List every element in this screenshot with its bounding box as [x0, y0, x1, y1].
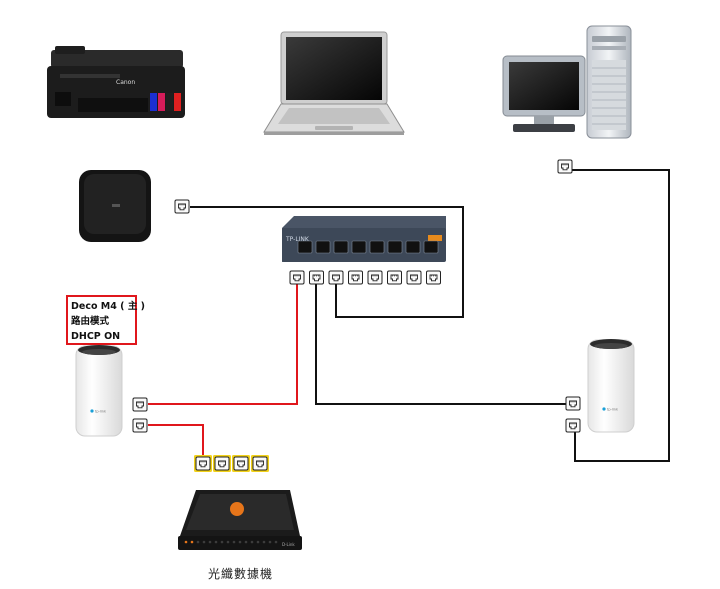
modem-led: [214, 540, 218, 544]
modem-ethernet-port: [213, 455, 231, 472]
network-switch-icon: TP-LINK: [282, 216, 446, 262]
switch-front-jack: [405, 240, 421, 254]
modem-caption: 光纖數據機: [208, 567, 274, 581]
modem-led: [196, 540, 200, 544]
deco-satellite-ethernet-port-2: [565, 418, 581, 433]
switch-front-jack: [423, 240, 439, 254]
desktop-ethernet-port: [557, 159, 573, 174]
modem-led: [226, 540, 230, 544]
switch-front-jack: [333, 240, 349, 254]
modem-led: [244, 540, 248, 544]
deco-main-dhcp: DHCP ON: [71, 331, 121, 342]
modem-led: [256, 540, 260, 544]
modem-led: [274, 540, 278, 544]
modem-led: [190, 540, 194, 544]
modem-brand: D-Link: [282, 542, 295, 547]
cable-mibox-to-switch: [190, 206, 464, 318]
switch-ethernet-port: [367, 270, 383, 285]
switch-front-jack: [369, 240, 385, 254]
modem-ethernet-port: [251, 455, 269, 472]
cable-desktop-to-deco-satellite: [572, 169, 670, 462]
printer-brand: Canon: [116, 79, 135, 86]
modem-led: [220, 540, 224, 544]
modem-ethernet-port: [194, 455, 212, 472]
modem-port-row: [194, 455, 269, 472]
printer-icon: Canon: [47, 46, 185, 118]
cable-switch-to-deco-satellite: [315, 280, 566, 405]
deco-main-info-box: Deco M4 ( 主 ) 路由模式 DHCP ON: [66, 295, 145, 345]
deco-main-name: Deco M4 ( 主 ): [71, 301, 145, 312]
deco-satellite-unit-icon: tp-link: [587, 339, 635, 433]
switch-front-jack: [297, 240, 313, 254]
switch-front-jack: [315, 240, 331, 254]
deco-main-ethernet-port-2: [132, 418, 148, 433]
deco-satellite-ethernet-port-1: [565, 396, 581, 411]
deco-main-ethernet-port-1: [132, 397, 148, 412]
cable-deco-main-to-switch: [148, 280, 298, 405]
modem-led: [238, 540, 242, 544]
tv-box-ethernet-port: [174, 199, 190, 214]
svg-text:tp-link: tp-link: [607, 408, 619, 412]
switch-brand: TP-LINK: [285, 236, 310, 243]
cable-deco-main-to-modem: [148, 424, 204, 457]
modem-led: [208, 540, 212, 544]
modem-ethernet-port: [232, 455, 250, 472]
deco-main-unit-icon: tp-link: [75, 345, 123, 437]
modem-led: [202, 540, 206, 544]
modem-led: [232, 540, 236, 544]
switch-ethernet-port: [328, 270, 344, 285]
modem-led: [250, 540, 254, 544]
svg-text:tp-link: tp-link: [95, 410, 107, 414]
switch-ethernet-port: [348, 270, 363, 285]
switch-ethernet-port: [426, 270, 441, 285]
switch-ethernet-port: [406, 270, 422, 285]
modem-led: [184, 540, 188, 544]
switch-port-row: [289, 270, 441, 285]
modem-led: [268, 540, 272, 544]
laptop-icon: [263, 31, 405, 135]
desktop-computer-icon: [502, 25, 632, 139]
switch-front-jack: [387, 240, 403, 254]
switch-ethernet-port: [289, 270, 305, 285]
switch-ethernet-port: [387, 270, 402, 285]
switch-front-jack: [351, 240, 367, 254]
fiber-modem-icon: D-Link: [178, 490, 302, 550]
switch-ethernet-port: [309, 270, 324, 285]
tv-box-icon: [79, 170, 151, 242]
modem-led: [262, 540, 266, 544]
deco-main-mode: 路由模式: [71, 316, 110, 327]
